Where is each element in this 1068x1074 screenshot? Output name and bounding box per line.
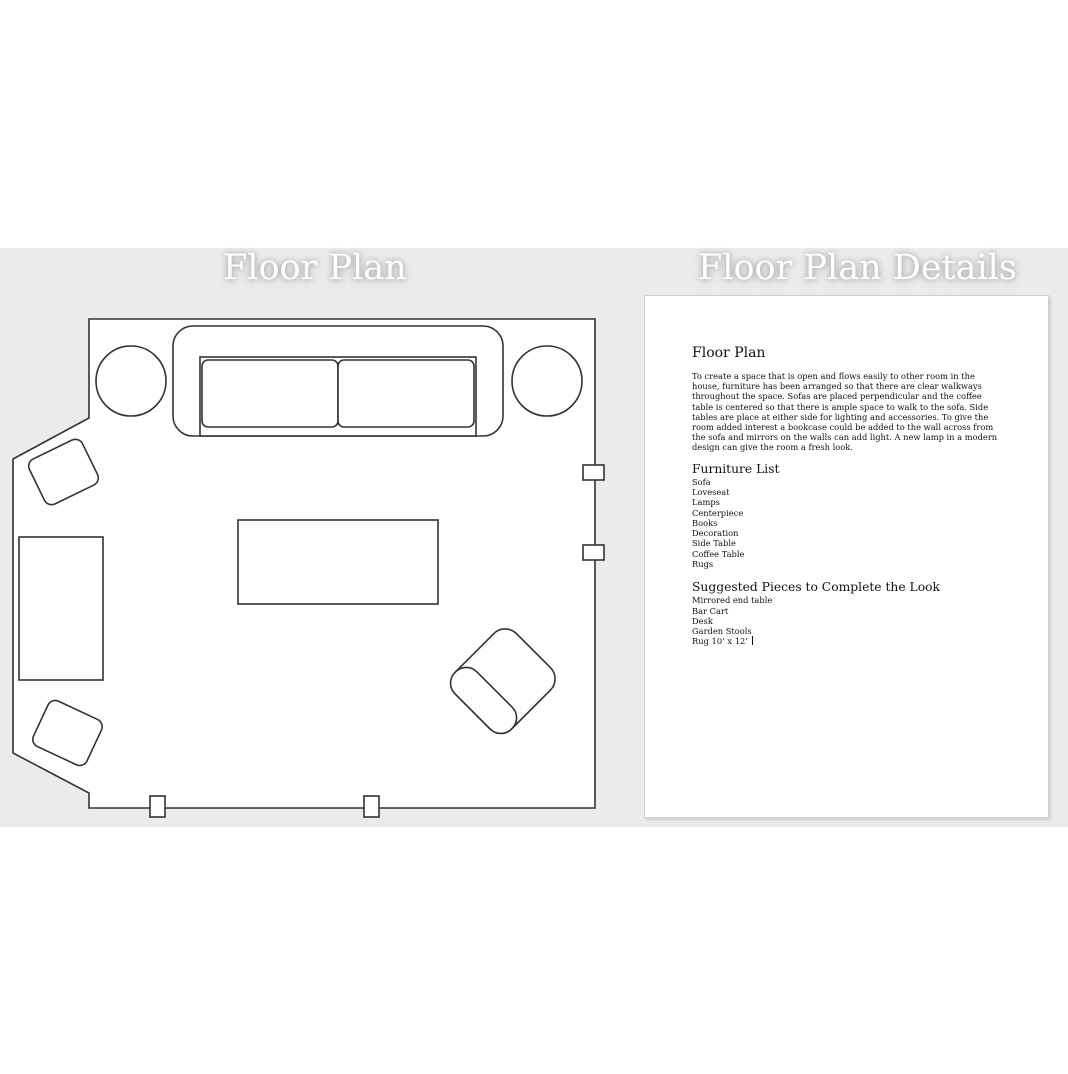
window-bottom-left bbox=[149, 795, 166, 818]
suggested-item: Garden Stools bbox=[692, 626, 752, 637]
furniture-item: Rugs bbox=[692, 559, 714, 569]
furniture-item: Centerpiece bbox=[692, 507, 744, 518]
document-title: Floor Plan bbox=[692, 345, 766, 361]
suggested-item: Bar Cart bbox=[692, 605, 729, 616]
floor-plan-heading: Floor Plan bbox=[223, 248, 407, 288]
side-table-left[interactable] bbox=[95, 345, 167, 417]
furniture-item: Sofa bbox=[692, 476, 711, 487]
document-page: Floor Plan To create a space that is ope… bbox=[644, 295, 1049, 818]
furniture-list: Sofa Loveseat Lamps Centerpiece Books De… bbox=[692, 477, 1004, 570]
suggested-item: Desk bbox=[692, 615, 713, 626]
floor-plan-diagram bbox=[12, 318, 605, 818]
floor-plan-details-heading: Floor Plan Details bbox=[698, 248, 1017, 288]
furniture-item: Loveseat bbox=[692, 486, 730, 497]
suggested-item-text: Rug 10’ x 12’ bbox=[692, 636, 748, 647]
window-right-upper bbox=[582, 464, 605, 481]
window-right-lower bbox=[582, 544, 605, 561]
document-content: Floor Plan To create a space that is ope… bbox=[692, 344, 1004, 658]
side-table-right[interactable] bbox=[511, 345, 583, 417]
furniture-list-title: Furniture List bbox=[692, 461, 780, 476]
furniture-item: Books bbox=[692, 517, 718, 528]
furniture-item: Decoration bbox=[692, 528, 739, 539]
document-paragraph: To create a space that is open and flows… bbox=[692, 371, 998, 453]
furniture-item: Lamps bbox=[692, 497, 720, 508]
ottoman-upper[interactable] bbox=[26, 437, 101, 508]
ottoman-lower[interactable] bbox=[30, 698, 105, 768]
coffee-table[interactable] bbox=[237, 519, 439, 605]
furniture-item: Side Table bbox=[692, 538, 736, 549]
furniture-item: Coffee Table bbox=[692, 548, 745, 559]
suggested-pieces-title: Suggested Pieces to Complete the Look bbox=[692, 580, 940, 595]
suggested-item-last: Rug 10’ x 12’ bbox=[692, 636, 1004, 646]
armchair[interactable] bbox=[444, 622, 561, 739]
suggested-item: Mirrored end table bbox=[692, 595, 773, 606]
suggested-pieces-list: Mirrored end table Bar Cart Desk Garden … bbox=[692, 595, 1004, 646]
sofa[interactable] bbox=[172, 325, 504, 437]
loveseat[interactable] bbox=[18, 536, 104, 681]
window-bottom-middle bbox=[363, 795, 380, 818]
text-cursor bbox=[751, 636, 753, 646]
